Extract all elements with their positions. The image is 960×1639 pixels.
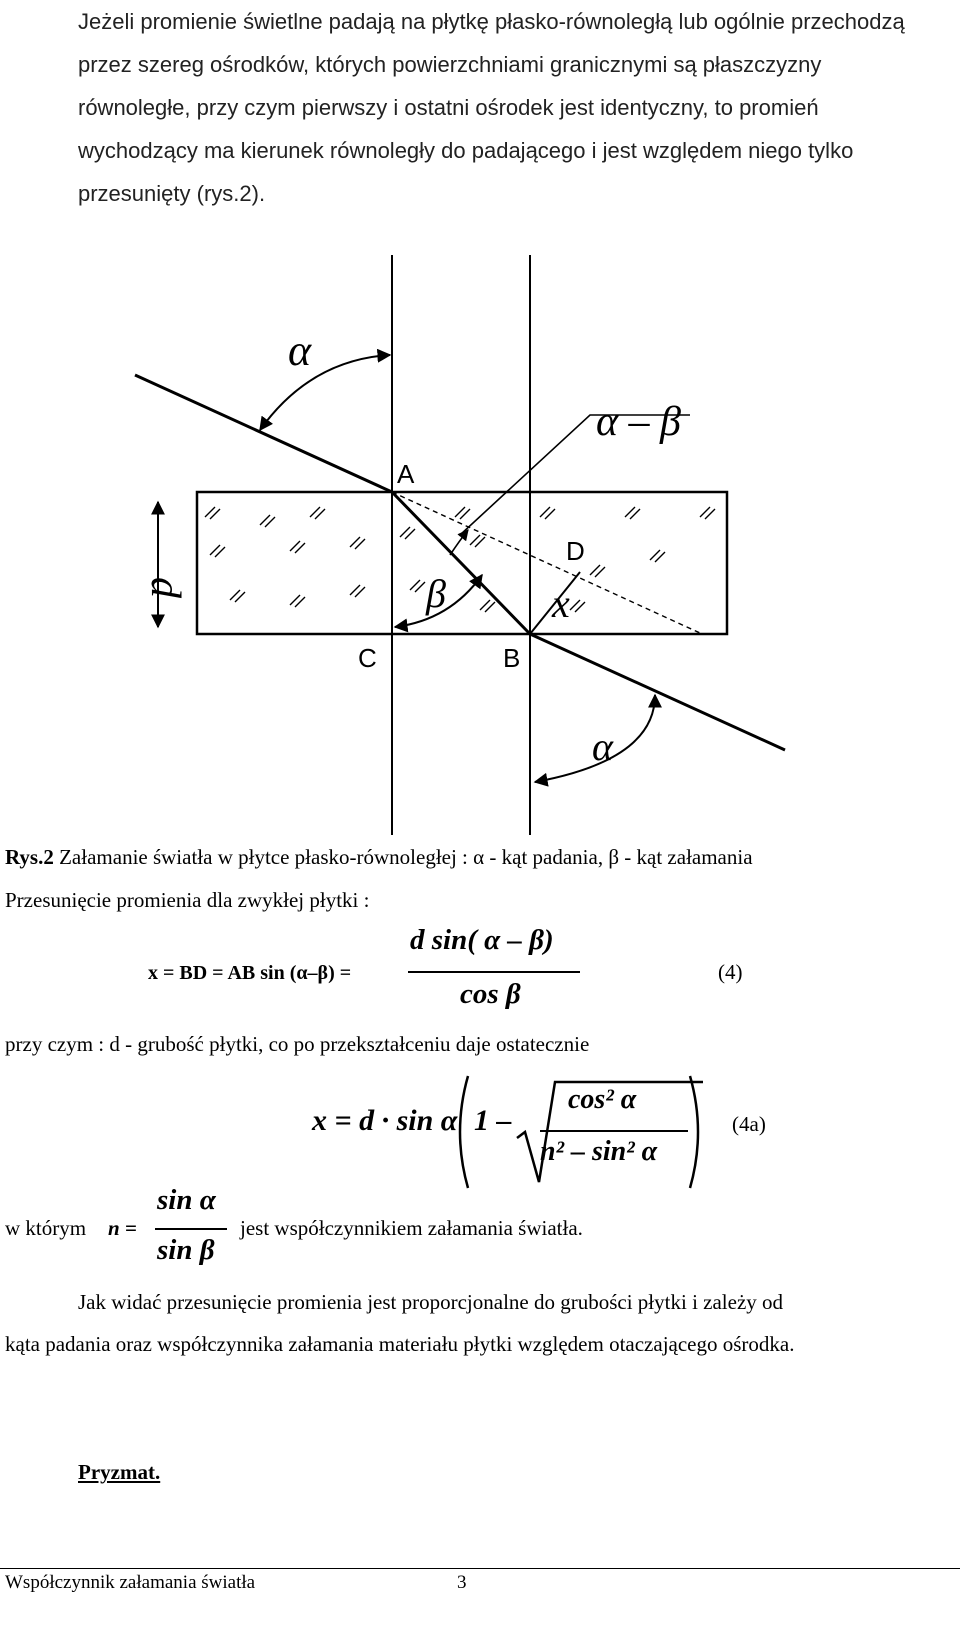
eq4a-numerator: cos² α [568,1084,637,1115]
eq4a-number: (4a) [732,1112,766,1136]
offset-segment [529,571,581,635]
equation-4: x = BD = AB sin (α–β) = d sin( α – β) co… [0,920,960,1030]
beta-arc [393,573,483,633]
glass-plate [195,490,729,636]
refr-denominator: sin β [157,1234,215,1266]
eq4a-fraction-bar [540,1130,688,1132]
incident-ray [134,373,393,494]
eq4-fraction-bar [408,971,580,973]
intro-paragraph: Jeżeli promienie świetlne padają na płyt… [78,0,938,215]
eq4a-denominator: n² – sin² α [540,1136,658,1167]
eq4a-lhs: x = d · sin α [312,1104,458,1137]
label-point-d: D [566,536,585,566]
refr-n-eq: n = [108,1216,137,1240]
thickness-note: przy czym : d - grubość płytki, co po pr… [5,1032,590,1056]
intro-line-2: przez szereg ośrodków, których powierzch… [78,52,822,77]
refr-suffix: jest współczynnikiem załamania światła. [240,1216,583,1240]
caption-text: Załamanie światła w płytce płasko-równol… [53,845,753,869]
alpha-bottom-arc [533,693,662,787]
eq4-number: (4) [718,960,743,984]
conclusion-line-1: Jak widać przesunięcie promienia jest pr… [78,1290,784,1314]
label-point-b: B [503,643,520,673]
footer-rule [0,1568,960,1569]
section-heading-prism: Pryzmat. [78,1460,161,1484]
label-point-a: A [397,459,415,489]
refr-fraction-bar [155,1228,227,1230]
conclusion-line-2: kąta padania oraz współczynnika załamani… [5,1332,795,1356]
footer-title: Współczynnik załamania światła [5,1572,256,1593]
small-angle-arc [449,529,469,556]
eq4-lhs: x = BD = AB sin (α–β) = [148,962,352,984]
refr-numerator: sin α [157,1184,216,1216]
shift-intro: Przesunięcie promienia dla zwykłej płytk… [5,888,370,912]
label-alpha-bottom: α [592,724,614,769]
footer-page-number: 3 [457,1572,467,1593]
plate-refraction-figure: α α – β A D d β x C B α [134,255,786,835]
figure-caption: Rys.2 Załamanie światła w płytce płasko-… [5,845,753,870]
eq4a-right-paren [688,1075,700,1189]
glass-hatching [204,506,716,613]
undeviated-ray-dashed [391,491,701,634]
label-point-c: C [358,643,377,673]
eq4a-left-paren [458,1075,470,1189]
eq4a-sqrt-sign [516,1080,703,1183]
alpha-beta-leader [459,414,690,536]
eq4a-one-minus: 1 – [474,1104,512,1137]
refr-prefix: w którym [5,1216,87,1240]
label-offset-x: x [551,581,570,626]
intro-line-4: wychodzący ma kierunek równoległy do pad… [78,138,854,163]
intro-line-3: równoległe, przy czym pierwszy i ostatni… [78,95,819,120]
alpha-top-arc [259,348,392,432]
label-beta: β [425,571,446,616]
refractive-index-definition: w którym n = sin α sin β jest współczynn… [0,1180,960,1280]
equation-4a: x = d · sin α 1 – cos² α n² – sin² α (4a… [0,1072,960,1202]
eq4-numerator: d sin( α – β) [410,924,554,956]
eq4-denominator: cos β [460,978,521,1010]
label-alpha-top: α [288,326,312,375]
label-alpha-minus-beta: α – β [596,399,681,445]
caption-label: Rys.2 [5,845,54,869]
intro-line-5: przesunięty (rys.2). [78,181,266,206]
emergent-ray [529,632,786,752]
intro-line-1: Jeżeli promienie świetlne padają na płyt… [78,9,905,34]
label-thickness: d [142,577,188,599]
refracted-ray [390,490,532,636]
